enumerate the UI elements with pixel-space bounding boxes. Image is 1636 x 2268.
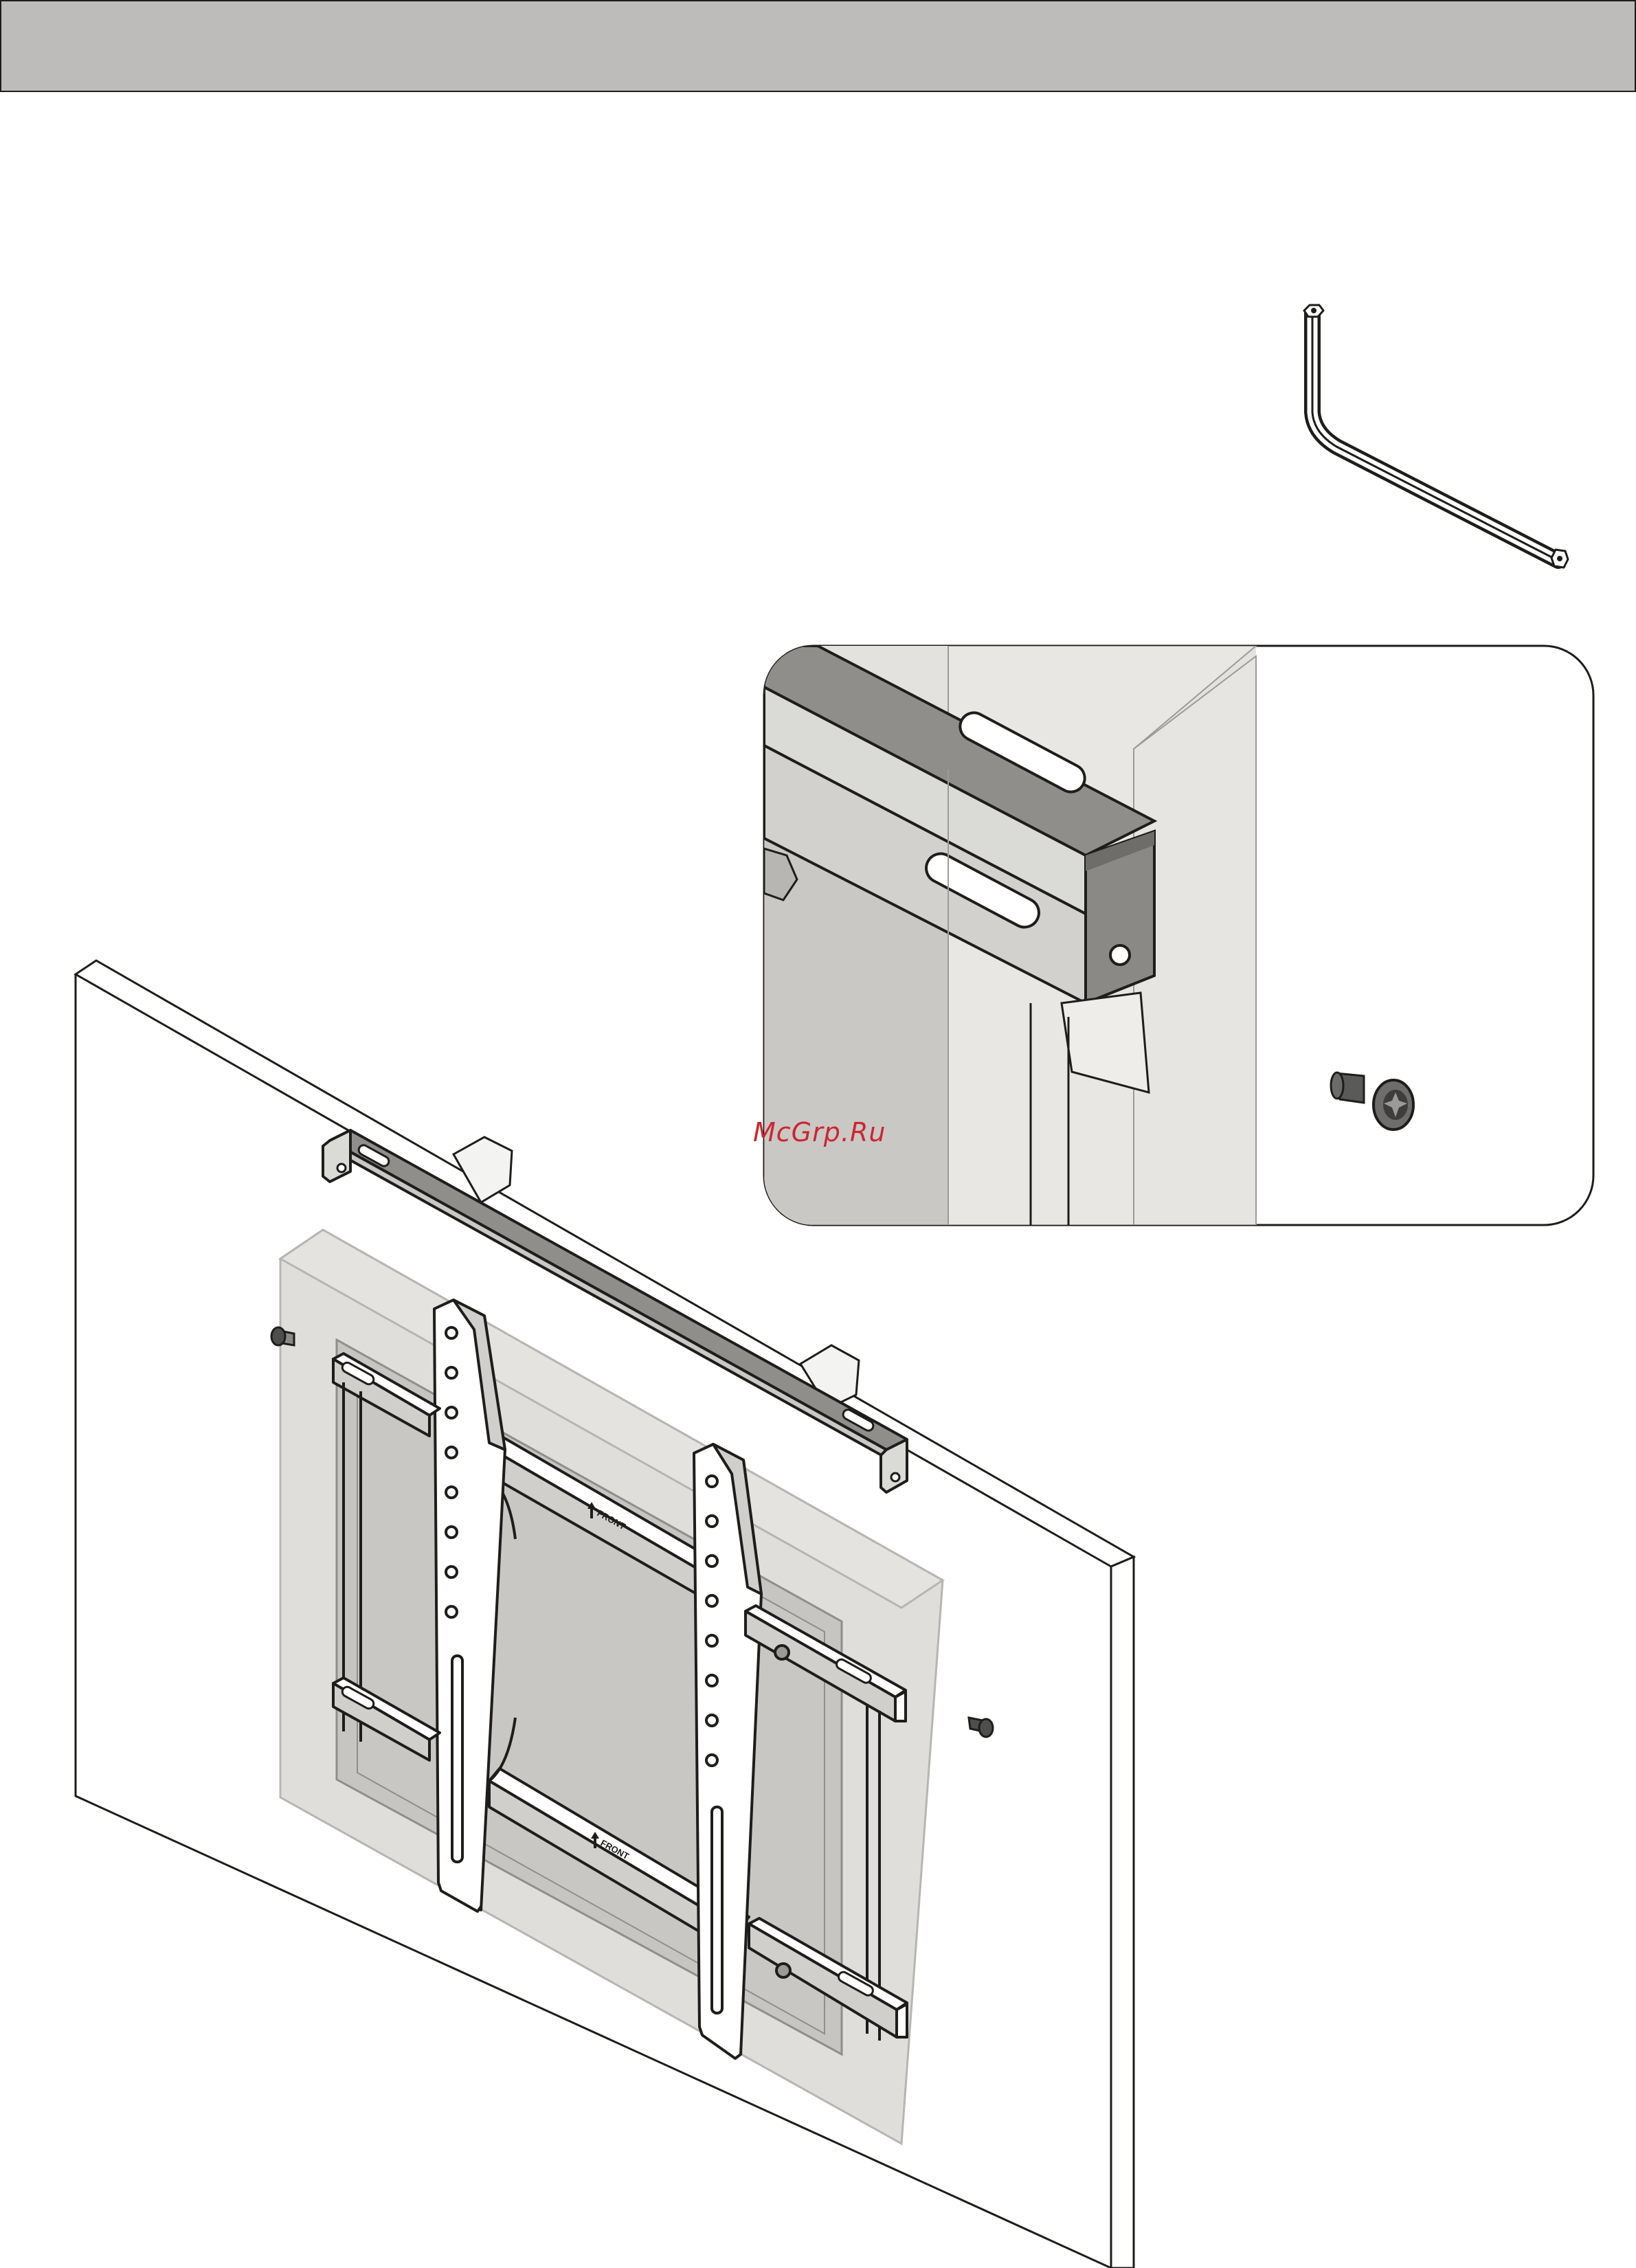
screw-right-icon (969, 1718, 993, 1737)
watermark: McGrp.Ru (753, 1117, 886, 1147)
hex-key-icon (1304, 305, 1568, 568)
detail-callout (764, 646, 1593, 1225)
